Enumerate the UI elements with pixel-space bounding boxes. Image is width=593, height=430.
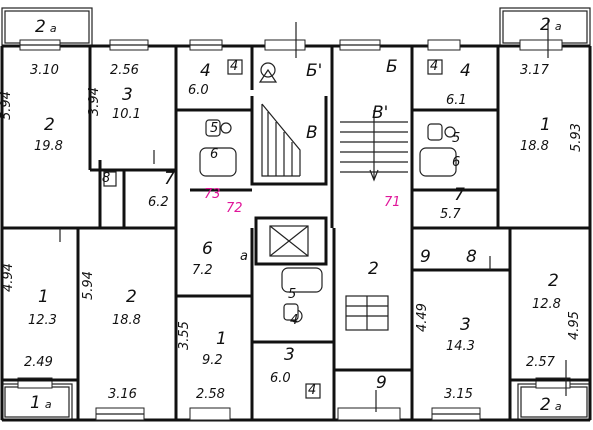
label-stair-b: В [306, 123, 318, 143]
label-5-right: 5 [452, 131, 460, 146]
label-4-mid: 4 [290, 313, 298, 328]
svg-text:5.7: 5.7 [440, 207, 461, 222]
pink-73: 73 [204, 187, 221, 202]
svg-text:6: 6 [202, 239, 213, 259]
room-6-mid: 6 7.2 [192, 239, 213, 278]
svg-text:4: 4 [200, 61, 211, 81]
interior-walls-lower [2, 228, 590, 420]
label-hall-9-right: 9 [420, 247, 431, 267]
svg-text:3: 3 [122, 85, 133, 105]
svg-text:4: 4 [460, 61, 471, 81]
label-6-right: 6 [452, 155, 460, 170]
svg-text:12.8: 12.8 [532, 297, 561, 312]
label-b1-left: Б' [306, 61, 322, 81]
bathroom-fixtures-left [103, 119, 237, 187]
svg-text:10.1: 10.1 [112, 107, 141, 122]
svg-text:2: 2 [44, 115, 55, 135]
svg-text:19.8: 19.8 [34, 139, 63, 154]
room-1-right: 1 18.8 [520, 115, 551, 154]
label-hall-9: 9 [376, 373, 387, 393]
svg-text:9.2: 9.2 [202, 353, 223, 368]
staircase-bottom [345, 295, 389, 331]
svg-text:12.3: 12.3 [28, 313, 57, 328]
interior-walls-upper [2, 46, 590, 230]
dim-bl-height: 4.94 [1, 263, 16, 292]
box-4-bottom: 4 [308, 383, 316, 398]
room-4-left: 4 6.0 [188, 61, 211, 98]
dim-top-right: 3.17 [520, 63, 550, 78]
dim-br-width: 3.15 [444, 387, 473, 402]
svg-text:1: 1 [216, 329, 227, 349]
svg-text:3: 3 [460, 315, 471, 335]
room-2-bottom-right: 2 12.8 [532, 271, 561, 312]
svg-text:3: 3 [284, 345, 295, 365]
dim-top-room3: 2.56 [110, 63, 139, 78]
room-3-bottom: 3 6.0 [270, 345, 295, 386]
label-hall-2: 2 [368, 259, 379, 279]
door-marks [59, 20, 567, 412]
dim-br2-height: 4.95 [567, 311, 582, 340]
room-4-right: 4 6.1 [446, 61, 471, 108]
box-4-left: 4 [230, 59, 238, 74]
dim-right-height: 5.93 [569, 123, 584, 152]
label-hall-8-right: 8 [466, 247, 477, 267]
dim-b2-width: 3.16 [108, 387, 137, 402]
room-7-left: 7 6.2 [148, 169, 175, 210]
svg-text:18.8: 18.8 [112, 313, 141, 328]
room-1-bottom-mid: 1 9.2 [202, 329, 227, 368]
label-small-8: 8 [102, 171, 110, 186]
pink-71: 71 [384, 195, 401, 210]
pink-72: 72 [226, 201, 243, 216]
svg-text:7: 7 [164, 169, 175, 189]
svg-text:1: 1 [540, 115, 551, 135]
intercom-icon [258, 62, 278, 83]
svg-text:7: 7 [454, 185, 465, 205]
dim-br-height: 4.49 [415, 303, 430, 332]
room-3-top: 3 10.1 [112, 85, 141, 122]
staircase-right [340, 110, 408, 182]
entrance-boxes [227, 59, 443, 399]
dim-bl2-height: 5.94 [81, 271, 96, 300]
label-6-left: 6 [210, 147, 218, 162]
svg-text:2: 2 [126, 287, 137, 307]
room-1-bottom-left: 1 12.3 [28, 287, 57, 328]
label-5-mid: 5 [288, 287, 296, 302]
svg-text:6.2: 6.2 [148, 195, 169, 210]
label-b-right: Б [386, 57, 398, 77]
room-2-left: 2 19.8 [34, 115, 63, 154]
dim-top-left: 3.10 [30, 63, 59, 78]
label-hall-a: a [240, 249, 248, 264]
windows-top [19, 39, 563, 51]
label-stair-b1: В' [372, 103, 388, 123]
elevator-shaft [254, 216, 328, 266]
svg-text:6.0: 6.0 [188, 83, 209, 98]
room-3-bottom-right: 3 14.3 [446, 315, 475, 354]
label-5-left: 5 [210, 121, 218, 136]
box-4-right: 4 [430, 59, 438, 74]
dim-room3-height: 3.94 [87, 87, 102, 116]
svg-text:6.0: 6.0 [270, 371, 291, 386]
staircase-left [261, 103, 301, 177]
svg-text:14.3: 14.3 [446, 339, 475, 354]
dim-br2-width: 2.57 [526, 355, 556, 370]
dim-left-height: 5.94 [0, 91, 14, 120]
svg-text:18.8: 18.8 [520, 139, 549, 154]
svg-text:6.1: 6.1 [446, 93, 467, 108]
windows-bottom [17, 377, 571, 421]
svg-text:7.2: 7.2 [192, 263, 213, 278]
svg-text:2: 2 [548, 271, 559, 291]
bathroom-fixtures-mid [281, 267, 323, 323]
svg-text:1: 1 [38, 287, 49, 307]
dim-bmid-height: 3.55 [177, 321, 192, 350]
dim-bl-width: 2.49 [24, 355, 53, 370]
dim-bmid-width: 2.58 [196, 387, 225, 402]
bathroom-fixtures-right [419, 123, 457, 177]
room-2-bottom: 2 18.8 [112, 287, 141, 328]
room-7-right: 7 5.7 [440, 185, 465, 222]
